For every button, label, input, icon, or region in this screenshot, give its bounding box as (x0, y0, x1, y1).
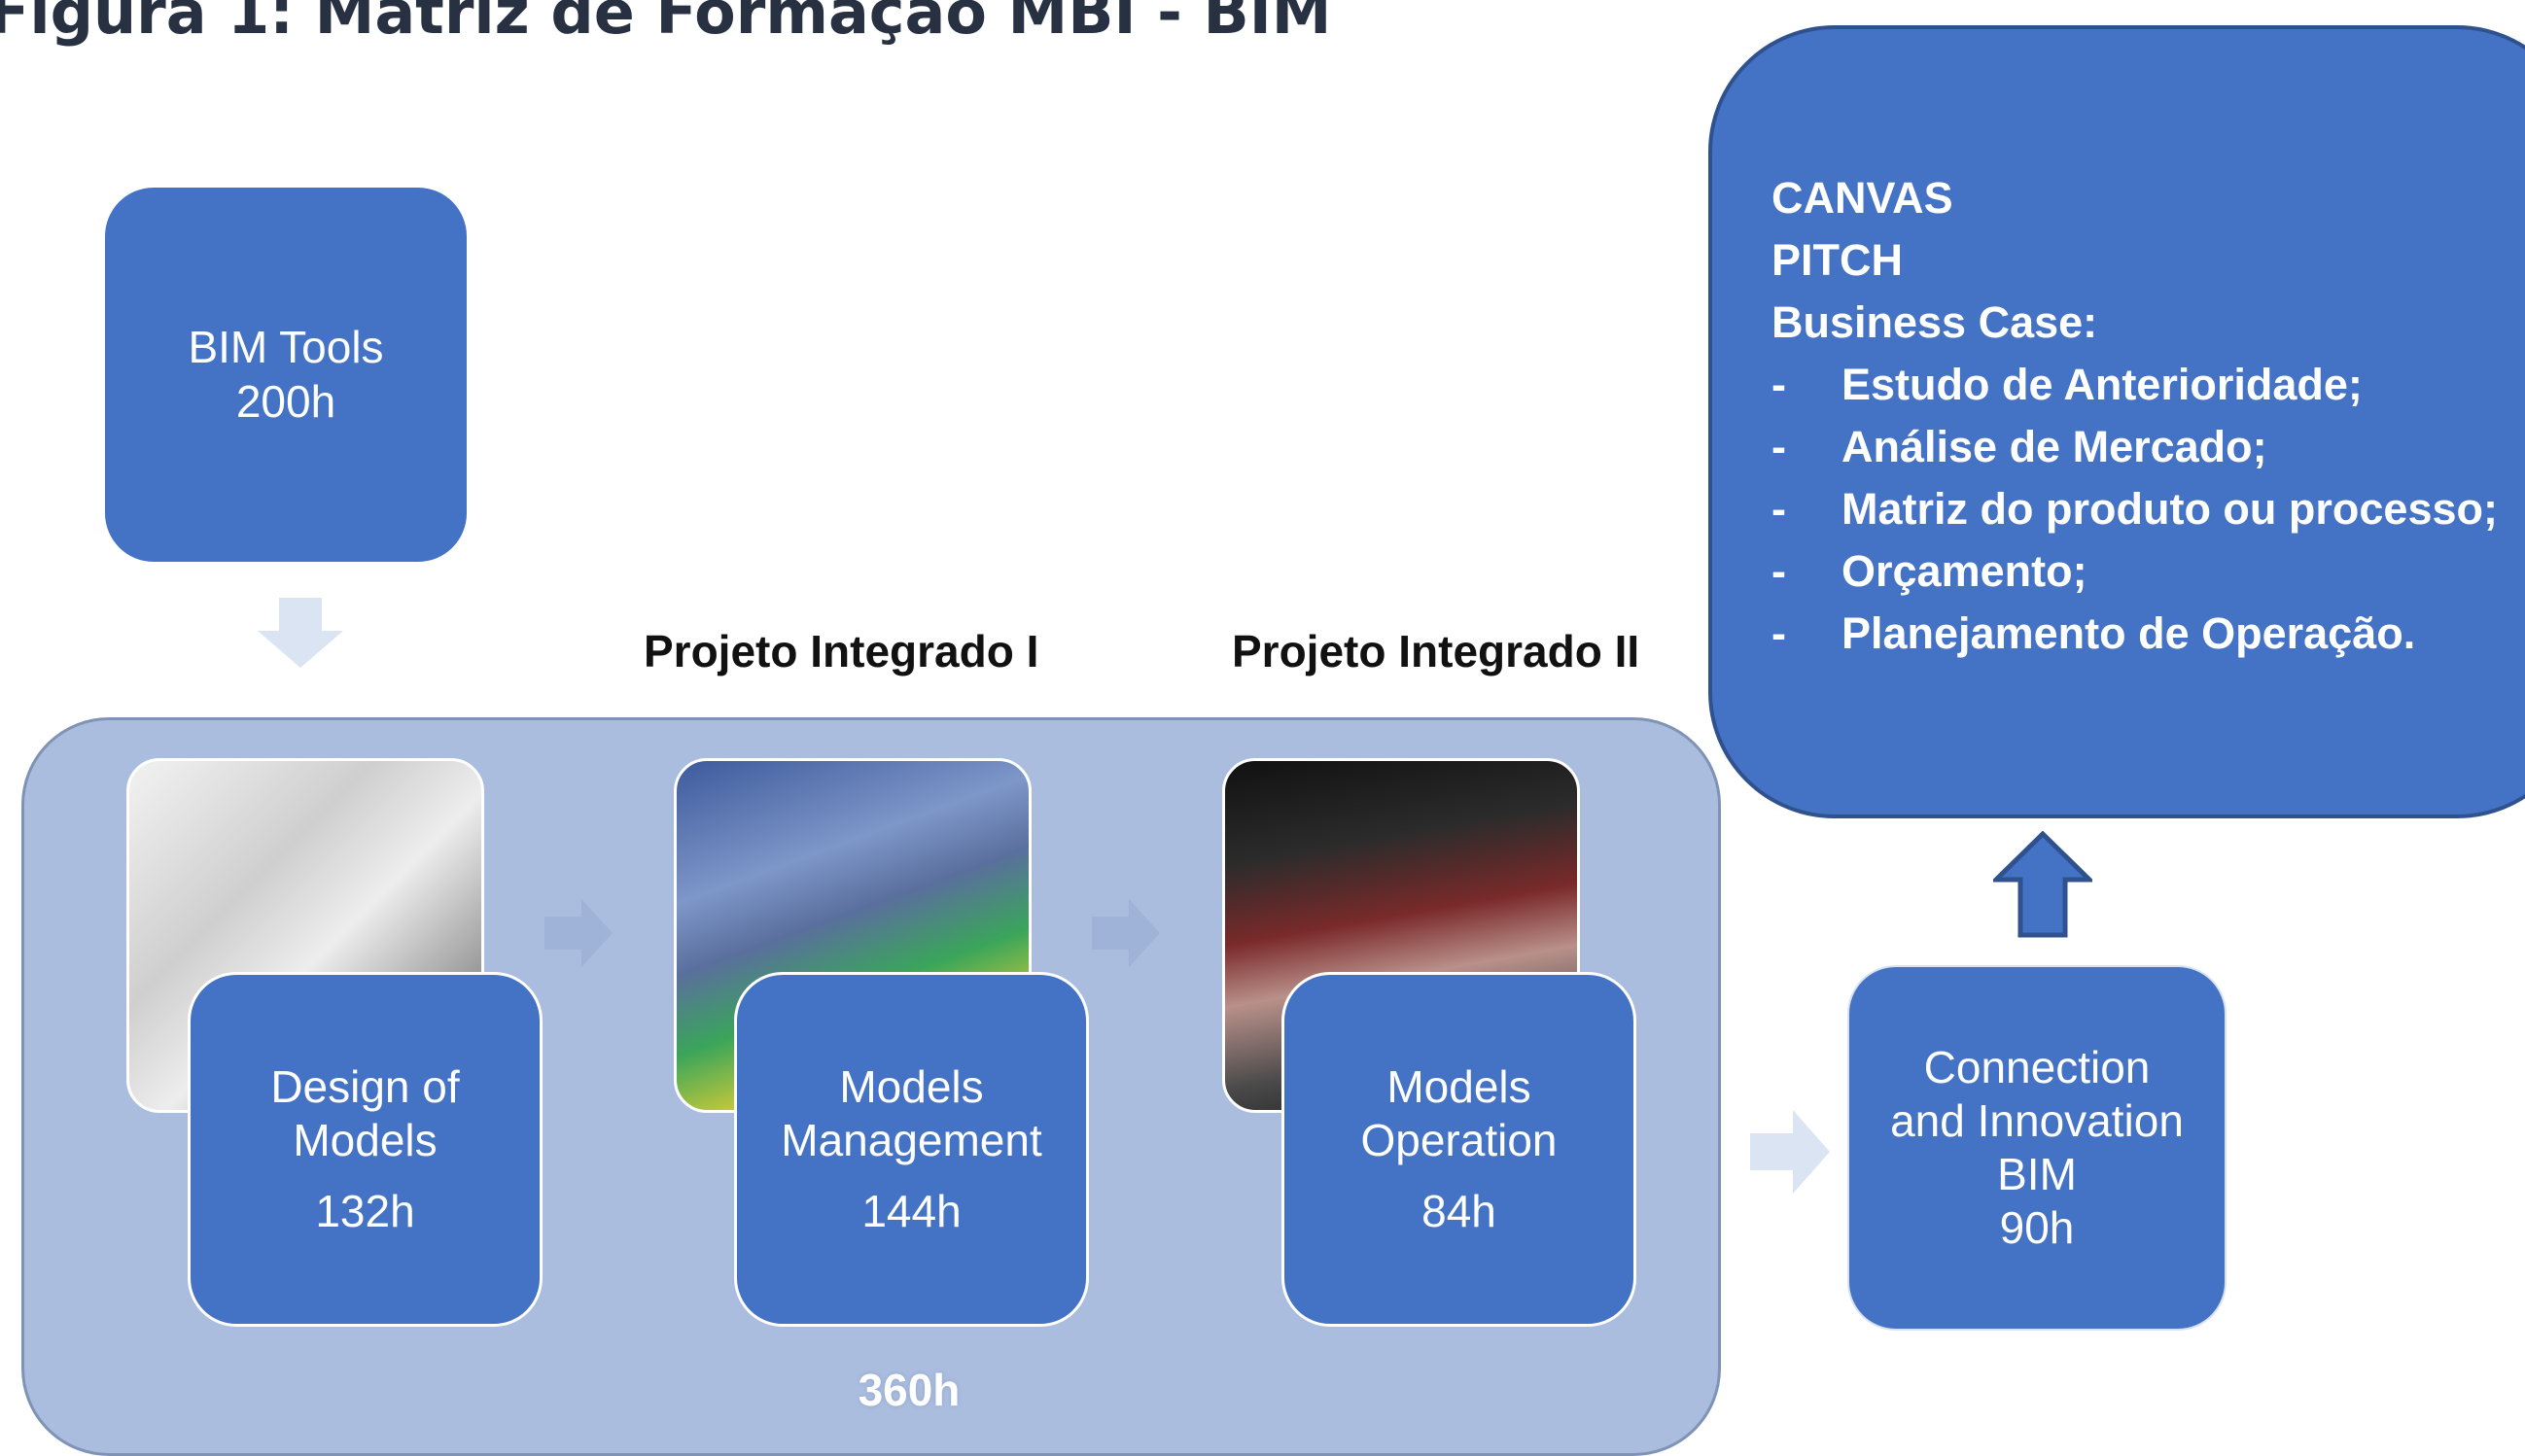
connection-innovation-box: Connection and Innovation BIM 90h (1847, 965, 2227, 1331)
module-hours: 84h (1421, 1186, 1496, 1237)
list-item: - Matriz do produto ou processo; (1771, 478, 2525, 540)
list-item: - Estudo de Anterioridade; (1771, 354, 2525, 416)
list-item-text: Orçamento; (1841, 546, 2087, 596)
pitch-heading: PITCH (1771, 235, 1903, 285)
canvas-pitch-box (1708, 25, 2525, 818)
canvas-heading: CANVAS (1771, 173, 1953, 223)
right-arrow-icon (544, 899, 613, 967)
list-item-text: Planejamento de Operação. (1841, 608, 2416, 658)
module-models-operation: Models Operation 84h (1281, 972, 1636, 1327)
connection-hours: 90h (1999, 1202, 2075, 1254)
module-hours: 144h (861, 1186, 962, 1237)
bullet-dash: - (1771, 608, 1786, 658)
list-item: - Orçamento; (1771, 540, 2525, 603)
right-arrow-icon (1750, 1110, 1830, 1194)
bullet-dash: - (1771, 360, 1786, 409)
figure-title: Figura 1: Matriz de Formação MBI - BIM (0, 0, 1332, 48)
phase-label-projeto-integrado-1: Projeto Integrado I (644, 626, 1039, 676)
list-item-text: Análise de Mercado; (1841, 422, 2267, 471)
connection-line1: Connection (1923, 1041, 2151, 1092)
connection-line3: BIM (1997, 1149, 2077, 1199)
list-item: - Planejamento de Operação. (1771, 603, 2525, 665)
canvas-pitch-text: CANVAS PITCH Business Case: - Estudo de A… (1771, 167, 2525, 665)
phase-label-projeto-integrado-2: Projeto Integrado II (1232, 626, 1640, 676)
connection-line2: and Innovation (1890, 1094, 2184, 1146)
module-title-line2: Models (293, 1114, 438, 1165)
module-title-line1: Models (1386, 1060, 1531, 1112)
down-arrow-icon (258, 598, 343, 668)
module-hours: 132h (315, 1186, 415, 1237)
group-total-hours: 360h (858, 1365, 961, 1415)
bullet-dash: - (1771, 484, 1786, 534)
module-title-line1: Design of (270, 1060, 460, 1112)
list-item-text: Matriz do produto ou processo; (1841, 484, 2498, 534)
list-item-text: Estudo de Anterioridade; (1841, 360, 2363, 409)
list-item: - Análise de Mercado; (1771, 416, 2525, 478)
bim-tools-hours: 200h (235, 375, 336, 427)
module-design-of-models: Design of Models 132h (188, 972, 543, 1327)
bim-tools-label: BIM Tools (188, 322, 384, 373)
module-title-line2: Management (781, 1114, 1042, 1165)
module-title-line1: Models (839, 1060, 984, 1112)
right-arrow-icon (1092, 899, 1160, 967)
module-models-management: Models Management 144h (734, 972, 1089, 1327)
up-arrow-icon (1993, 831, 2092, 938)
business-case-heading: Business Case: (1771, 297, 2098, 347)
module-title-line2: Operation (1360, 1114, 1558, 1165)
bim-tools-box: BIM Tools 200h (105, 188, 467, 562)
bullet-dash: - (1771, 422, 1786, 471)
bullet-dash: - (1771, 546, 1786, 596)
